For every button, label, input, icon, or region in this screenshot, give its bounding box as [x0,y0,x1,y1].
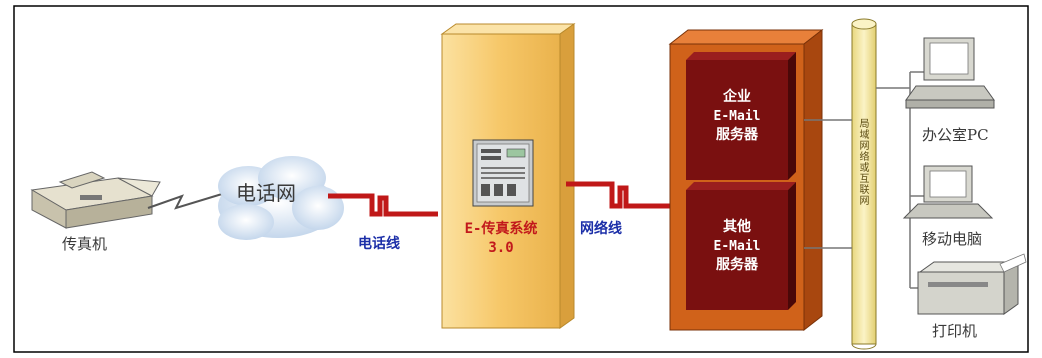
network-line-label: 网络线 [580,221,622,237]
enterprise-mail-server-block [686,52,796,180]
efax-title-line1: E-传真系统 [464,221,538,237]
enterprise-server-line3: 服务器 [716,127,758,143]
fax-link-bolt [147,193,223,210]
diagram-frame [13,5,1029,353]
fax-label: 传真机 [62,235,108,253]
printer-icon [917,253,1027,315]
phone-line [328,193,438,217]
fax-machine-icon [30,171,161,229]
laptop-label: 移动电脑 [922,230,983,248]
printer-label: 打印机 [932,322,978,340]
bus-label: 局域网络或互联网 [857,118,868,206]
efax-title: E-传真系统 3.0 [442,222,560,255]
efax-title-line2: 3.0 [488,240,514,256]
other-mail-server-block [686,182,796,310]
enterprise-server-line2: E-Mail [713,109,761,124]
telephone-network-cloud [218,156,344,240]
laptop-icon [902,165,994,219]
cloud-label: 电话网 [236,181,296,205]
enterprise-server-line1: 企业 [723,89,751,105]
fax-server-icon [472,139,534,207]
office-pc-icon [905,37,995,109]
network-bus [851,18,877,350]
phone-line-label: 电话线 [358,236,400,252]
other-server-line3: 服务器 [716,257,758,273]
other-server-line2: E-Mail [713,239,761,254]
other-server-line1: 其他 [723,219,751,235]
enterprise-server-label: 企业 E-Mail 服务器 [686,88,788,145]
other-server-label: 其他 E-Mail 服务器 [686,218,788,275]
network-line [566,181,676,209]
office-pc-label: 办公室PC [922,126,989,144]
